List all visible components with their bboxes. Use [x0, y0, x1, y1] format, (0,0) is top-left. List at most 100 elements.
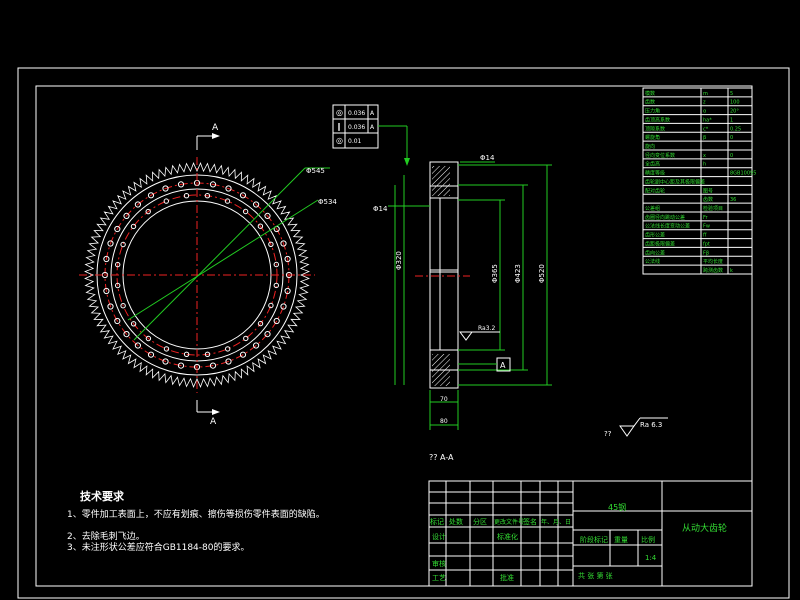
- param-cell: 齿轮副中心距及其极限偏差: [645, 178, 705, 185]
- dim-width-inner: 70: [440, 396, 448, 403]
- param-cell: z: [703, 100, 706, 106]
- bolt-hole-outer: [123, 331, 130, 338]
- tol-value-1: 0.036: [348, 110, 365, 117]
- param-cell: 公法线: [645, 258, 660, 265]
- bolt-hole-inner: [145, 335, 152, 342]
- tol-symbol-2: ∥: [337, 122, 341, 131]
- row-standard: 标准化: [497, 532, 518, 541]
- param-cell: 齿距极限偏差: [645, 240, 675, 247]
- param-cell: 齿数: [703, 196, 713, 203]
- datum-box: A: [458, 357, 511, 372]
- bolt-hole-outer: [107, 303, 114, 310]
- param-cell: m: [703, 91, 708, 97]
- leader-outer-pcd: [133, 167, 306, 341]
- roughness-symbol-small: Ra3.2: [459, 325, 500, 341]
- bolt-hole-inner: [257, 223, 264, 229]
- bolt-hole-inner: [163, 346, 170, 352]
- row-process: 工艺: [432, 574, 446, 582]
- part-name: 从动大齿轮: [682, 522, 727, 534]
- param-cell: 36: [730, 197, 736, 203]
- param-cell: α: [703, 109, 707, 115]
- param-cell: 20°: [730, 109, 739, 115]
- param-cell: 顶隙系数: [645, 125, 665, 132]
- param-cell: 1: [730, 117, 733, 123]
- param-cell: 0.25: [730, 126, 741, 132]
- param-cell: 跨测齿数: [703, 267, 723, 274]
- bolt-hole-inner: [225, 346, 231, 352]
- bolt-hole-outer: [103, 287, 110, 295]
- gear-teeth: [84, 162, 310, 388]
- bolt-hole-outer: [253, 201, 260, 208]
- bolt-hole-outer: [114, 317, 121, 325]
- bolt-hole-outer: [114, 225, 121, 233]
- bolt-hole-outer: [162, 185, 169, 192]
- tech-req-title: 技术要求: [80, 489, 125, 503]
- gear-section-view: ◎ 0.036 A ∥ 0.036 A ◎ 0.01: [332, 104, 470, 389]
- tol-value-2: 0.036: [348, 124, 365, 131]
- rev-header-2: 处数: [449, 517, 463, 526]
- bolt-hole-outer: [134, 342, 141, 349]
- bolt-hole-outer: [225, 185, 232, 192]
- bolt-hole-outer: [264, 212, 271, 219]
- gear-front-view: [79, 157, 315, 393]
- bolt-hole-inner: [120, 241, 126, 248]
- dim-d1: Φ320: [395, 251, 403, 270]
- svg-text:??: ??: [604, 430, 612, 438]
- dim-width-total: 80: [440, 418, 448, 425]
- bolt-hole-inner: [130, 223, 137, 230]
- bolt-hole-inner: [115, 282, 121, 289]
- param-cell: 0: [730, 153, 733, 159]
- rev-header-5: 签名: [523, 517, 537, 526]
- param-cell: 齿圈径向跳动公差: [645, 214, 685, 221]
- param-cell: 精度等级: [645, 170, 665, 177]
- tooth-hatch-top: [432, 166, 450, 196]
- bolt-hole-outer: [177, 362, 185, 369]
- param-cell: 图号: [703, 188, 713, 194]
- param-cell: 全齿高: [645, 161, 660, 168]
- param-cell: 齿形公差: [645, 232, 665, 239]
- param-cell: x: [703, 153, 706, 159]
- param-cell: 100: [730, 100, 740, 106]
- material: 45钢: [608, 502, 626, 512]
- param-cell: 压力角: [645, 108, 660, 115]
- roughness-general: ?? Ra 6.3: [604, 417, 668, 438]
- dim-d4: Φ520: [538, 264, 546, 283]
- param-cell: ha*: [703, 117, 712, 123]
- param-cell: h: [703, 162, 706, 168]
- vertical-dims: Φ320 Φ365 Φ423 Φ520: [394, 164, 552, 386]
- dim-hole-top: Φ14: [480, 154, 495, 162]
- section-marker-top: A: [196, 123, 220, 150]
- bolt-hole-outer: [107, 240, 114, 247]
- bolt-hole-inner: [273, 261, 279, 268]
- row-review: 审核: [432, 559, 446, 568]
- bolt-hole-outer: [147, 351, 155, 358]
- rev-header-4: 更改文件号: [494, 518, 524, 526]
- param-cell: 配对齿轮: [645, 187, 665, 194]
- param-cell: 检验项目: [703, 205, 723, 212]
- bolt-hole-outer: [280, 303, 287, 310]
- bolt-hole-inner: [273, 282, 279, 289]
- bolt-hole-inner: [242, 208, 249, 215]
- bolt-hole-outer: [280, 240, 287, 247]
- bolt-hole-inner: [204, 193, 211, 199]
- param-cell: 公法线长度变动公差: [645, 223, 690, 230]
- param-cell: β: [703, 135, 706, 141]
- leader-inner-pcd: [127, 199, 319, 321]
- inner-frame: [35, 85, 753, 587]
- param-cell: fpt: [703, 241, 710, 247]
- bolt-hole-outer: [225, 358, 232, 365]
- param-cell: 0: [730, 135, 733, 141]
- section-label-bottom: A: [210, 417, 217, 427]
- bolt-hole-inner: [243, 335, 249, 342]
- bolt-hole-inner: [204, 351, 211, 357]
- dim-d2: Φ365: [491, 264, 499, 283]
- tol-value-3: 0.01: [348, 138, 362, 145]
- param-table-frame: [642, 87, 753, 275]
- bolt-hole-outer: [177, 181, 185, 188]
- rev-header-1: 标记: [430, 517, 444, 526]
- dim-outer-pcd: Φ545: [306, 167, 325, 175]
- tolerance-frame: ◎ 0.036 A ∥ 0.036 A ◎ 0.01: [332, 104, 379, 149]
- param-cell: 齿数: [645, 99, 655, 106]
- param-cell: 8GB10095: [730, 171, 756, 177]
- bolt-hole-outer: [284, 287, 291, 295]
